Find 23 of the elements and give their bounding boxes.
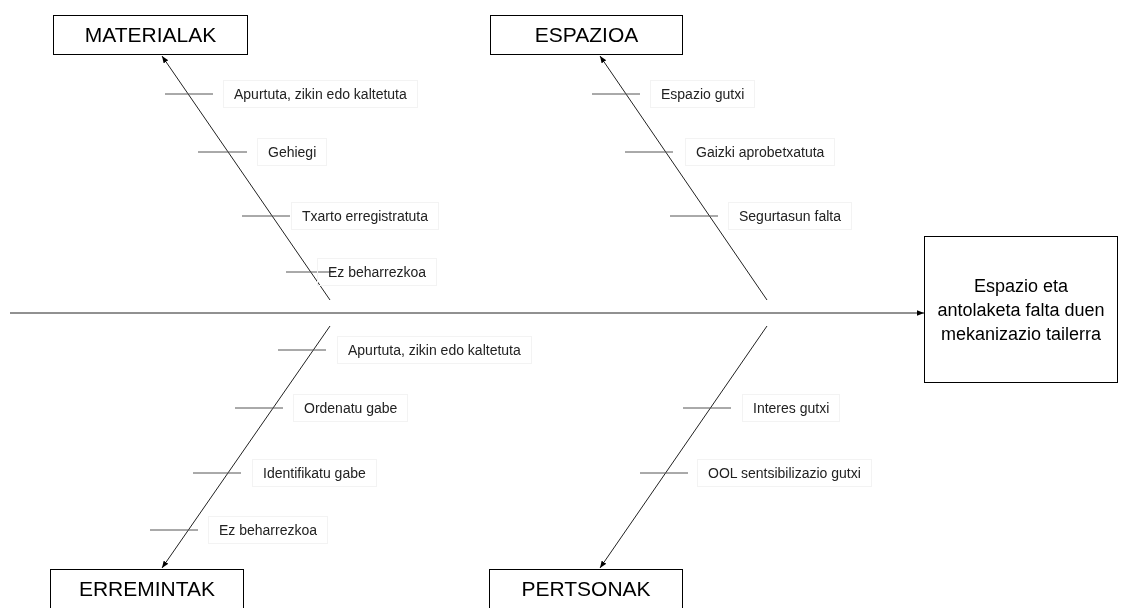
cause-label: OOL sentsibilizazio gutxi bbox=[697, 459, 872, 487]
cause-label: Segurtasun falta bbox=[728, 202, 852, 230]
cause-label: Apurtuta, zikin edo kaltetuta bbox=[337, 336, 532, 364]
cause-label: Gaizki aprobetxatuta bbox=[685, 138, 836, 166]
bone-arrow bbox=[161, 325, 331, 569]
category-box: ERREMINTAK bbox=[50, 569, 244, 608]
cause-label: Gehiegi bbox=[257, 138, 328, 166]
cause-label: Txarto erregistratuta bbox=[291, 202, 440, 230]
cause-label: Apurtuta, zikin edo kaltetuta bbox=[223, 80, 418, 108]
bone-arrow bbox=[599, 55, 768, 301]
cause-label: Ordenatu gabe bbox=[293, 394, 409, 422]
cause-label: Ez beharrezkoa bbox=[208, 516, 329, 544]
spine-arrow bbox=[9, 310, 925, 316]
cause-label: Interes gutxi bbox=[742, 394, 841, 422]
cause-label: Ez beharrezkoa bbox=[317, 258, 438, 286]
cause-label: Espazio gutxi bbox=[650, 80, 756, 108]
category-box: PERTSONAK bbox=[489, 569, 683, 608]
category-box: MATERIALAK bbox=[53, 15, 248, 55]
category-box: ESPAZIOA bbox=[490, 15, 683, 55]
bone-arrow bbox=[599, 325, 768, 569]
bone-arrow bbox=[161, 55, 331, 301]
effect-box: Espazio eta antolaketa falta duen mekanizazio tailerra bbox=[924, 236, 1118, 383]
cause-label: Identifikatu gabe bbox=[252, 459, 377, 487]
